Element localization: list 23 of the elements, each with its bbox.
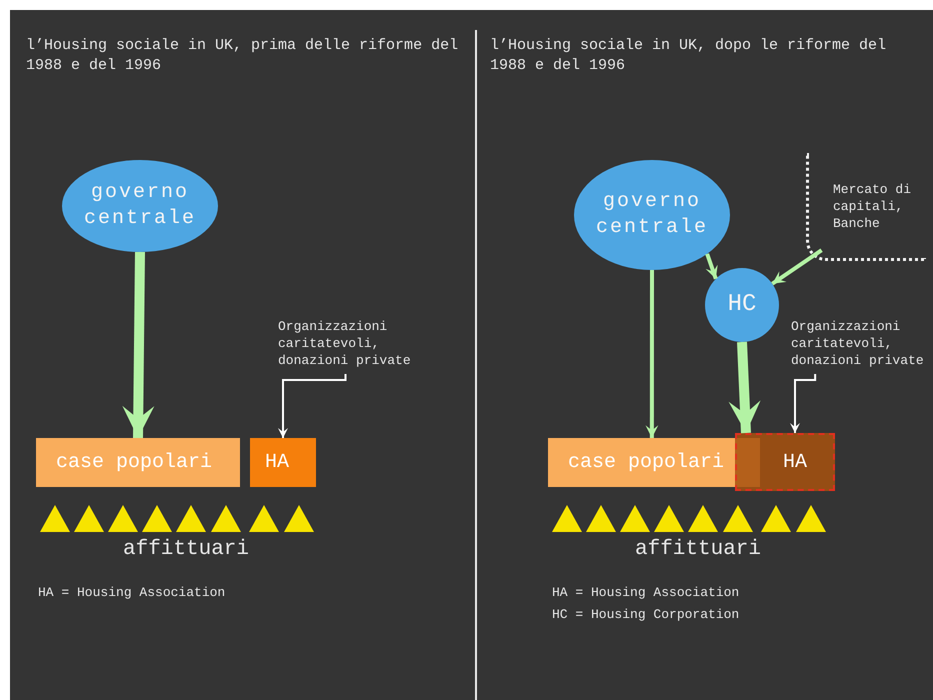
legend-note: HA = Housing Association bbox=[552, 584, 740, 602]
process-box: case popolari bbox=[36, 438, 240, 487]
legend-note: HC = Housing Corporation bbox=[552, 606, 740, 624]
ellipse-node: governo centrale bbox=[62, 160, 218, 252]
arrow bbox=[122, 252, 154, 438]
arrow bbox=[790, 374, 816, 433]
highlighted-box: HA bbox=[735, 433, 835, 491]
arrow bbox=[705, 253, 718, 280]
ellipse-node: governo centrale bbox=[574, 160, 730, 270]
source-text: Mercato di capitali, Banche bbox=[806, 153, 926, 261]
panel-heading: l’Housing sociale in UK, dopo le riforme del 1988 e del 1996 bbox=[490, 36, 888, 76]
panel-heading: l’Housing sociale in UK, prima delle riforme del 1988 e del 1996 bbox=[26, 36, 460, 76]
legend-note: HA = Housing Association bbox=[38, 584, 226, 602]
group-label: affittuari bbox=[122, 540, 250, 560]
callout-text: Organizzazioni caritatevoli, donazioni private bbox=[791, 318, 933, 374]
arrow bbox=[646, 270, 658, 438]
callout-text: Organizzazioni caritatevoli, donazioni private bbox=[278, 318, 428, 374]
ellipse-node: HC bbox=[705, 268, 779, 342]
arrow bbox=[278, 374, 346, 438]
arrow bbox=[728, 342, 761, 434]
process-box: HA bbox=[250, 438, 316, 487]
group-label: affittuari bbox=[634, 540, 762, 560]
arrow bbox=[771, 248, 823, 286]
